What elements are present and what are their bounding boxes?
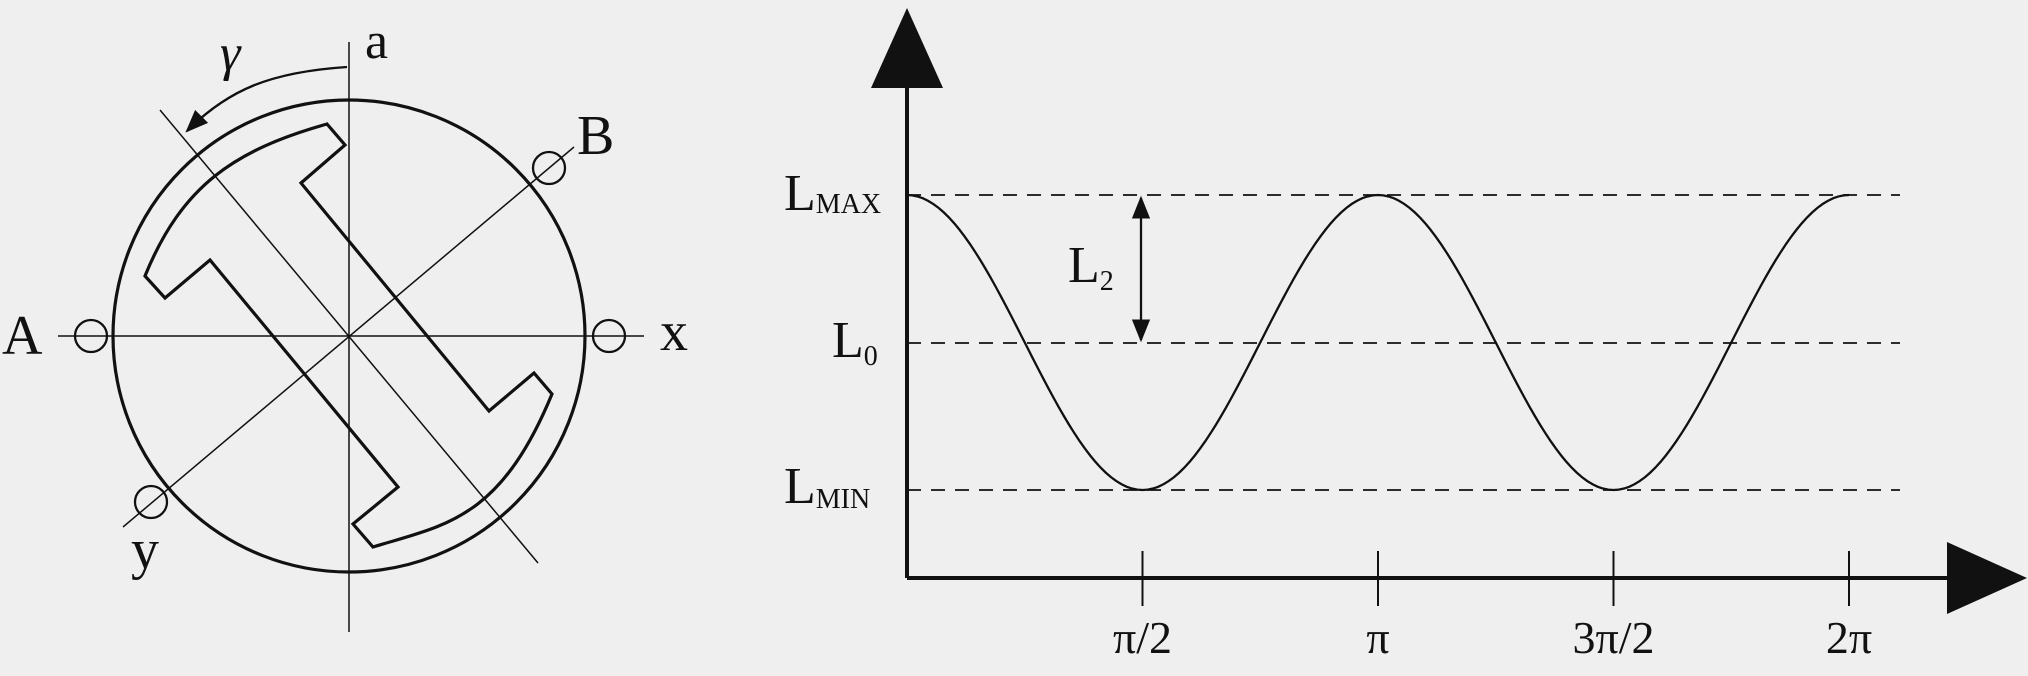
label-x: x [660,301,688,363]
x-tick-label: 3π/2 [1572,612,1654,663]
x-tick-label: 2π [1826,612,1872,663]
diagonal-axis-gamma [159,109,539,564]
label-b: B [577,105,614,167]
label-a: a [365,13,388,70]
label-gamma: γ [220,25,242,82]
x-tick-group: π/2 π 3π/2 2π [1113,551,1872,663]
label-lmax: LMAX [784,165,881,222]
waveform-plot: π/2 π 3π/2 2π LMAX L0 LMIN L2 [784,8,2027,663]
rotor-diagram: a γ B A x y [2,13,688,632]
rotor-upper-half [143,122,554,549]
x-tick-label: π/2 [1113,612,1172,663]
label-l2: L2 [1068,237,1114,297]
label-l0: L0 [832,312,878,372]
terminal-y-marker [133,484,169,520]
terminal-a-marker [73,318,109,354]
label-a-terminal: A [2,305,43,367]
label-y: y [131,519,159,581]
cosine-series-line [906,193,1850,492]
rotation-angle-arrow [185,65,348,133]
terminal-x-marker [591,318,627,354]
label-lmin: LMIN [784,458,870,515]
terminal-b-marker [531,150,567,186]
x-tick-label: π [1366,612,1389,663]
